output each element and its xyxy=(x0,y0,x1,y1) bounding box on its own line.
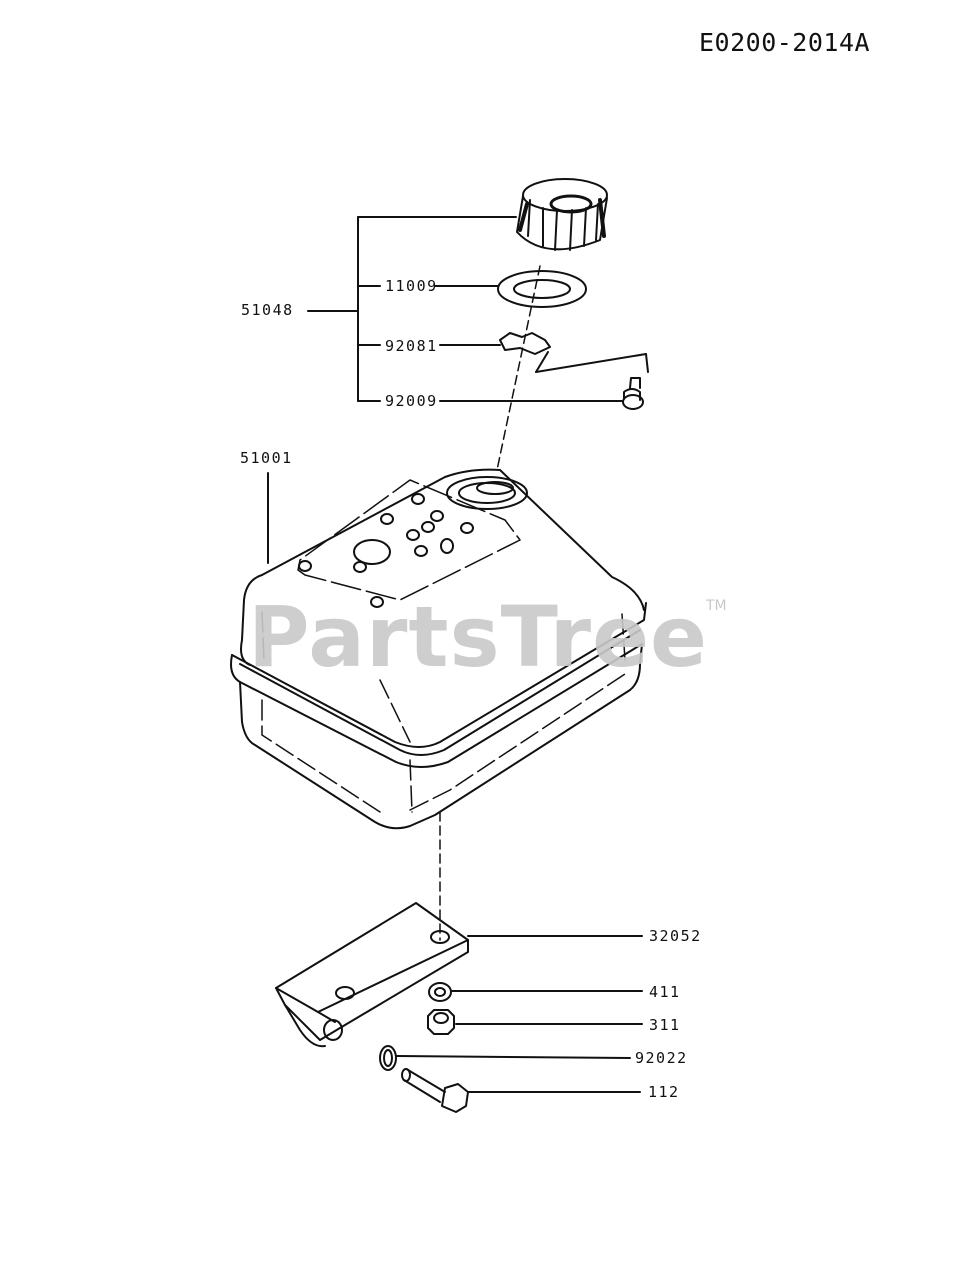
cap-gasket xyxy=(434,270,587,308)
nut xyxy=(427,1009,643,1035)
bolt xyxy=(401,1068,641,1113)
group-bracket-51048 xyxy=(307,216,517,402)
washer xyxy=(428,982,643,1002)
part-label-32052[interactable]: 32052 xyxy=(649,927,702,945)
cap-strap xyxy=(439,332,649,373)
drawing-code: E0200-2014A xyxy=(699,28,871,57)
trademark-mark: TM xyxy=(706,598,727,614)
part-label-92022[interactable]: 92022 xyxy=(635,1049,688,1067)
o-ring xyxy=(379,1045,631,1071)
strap-screw xyxy=(439,377,644,410)
part-label-51048[interactable]: 51048 xyxy=(241,301,294,319)
watermark: PartsTree xyxy=(248,588,709,686)
part-label-92009[interactable]: 92009 xyxy=(385,392,438,410)
fuel-tank xyxy=(230,468,647,830)
part-label-311[interactable]: 311 xyxy=(649,1016,681,1034)
part-label-92081[interactable]: 92081 xyxy=(385,337,438,355)
fuel-cap xyxy=(516,178,608,251)
part-label-112[interactable]: 112 xyxy=(648,1083,680,1101)
cap-center-line xyxy=(496,265,541,471)
tank-bracket xyxy=(275,902,643,1048)
part-label-51001[interactable]: 51001 xyxy=(240,449,293,467)
part-label-411[interactable]: 411 xyxy=(649,983,681,1001)
part-label-11009[interactable]: 11009 xyxy=(385,277,438,295)
